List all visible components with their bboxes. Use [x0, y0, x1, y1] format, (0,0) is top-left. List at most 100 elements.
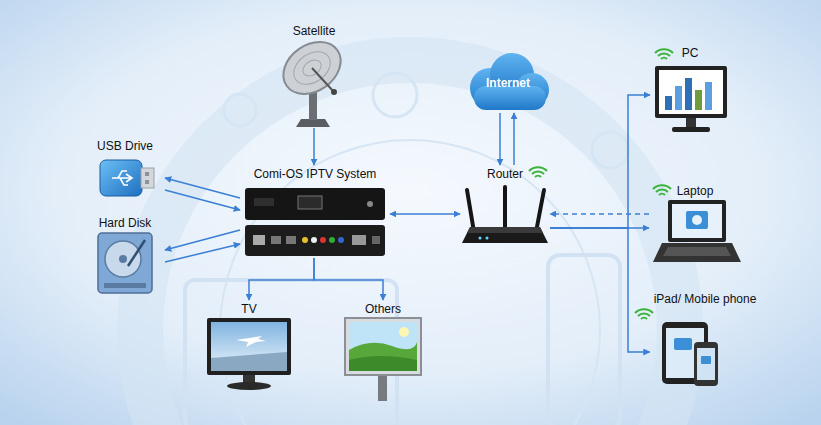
- pc-icon: [665, 96, 672, 110]
- node-label: Router: [487, 165, 523, 181]
- wifi-icon: [653, 185, 671, 189]
- background: [373, 73, 417, 117]
- background: [220, 140, 600, 425]
- billboard-icon: [345, 318, 421, 375]
- background: [548, 255, 620, 425]
- pc-icon: [685, 78, 692, 110]
- mobile-devices: [662, 322, 718, 386]
- router-icon: [462, 227, 548, 243]
- background: [592, 132, 628, 168]
- router-icon: [467, 227, 543, 233]
- billboard-icon: [349, 356, 417, 371]
- router-node: Router: [460, 165, 550, 248]
- internet-cloud: [470, 53, 549, 110]
- router-icon: [486, 237, 489, 240]
- node-label: Internet: [486, 74, 530, 90]
- mobile-devices: [694, 342, 718, 386]
- wifi-icon: [661, 58, 667, 59]
- wifi-icon: [535, 176, 541, 177]
- hard-disk: [98, 233, 152, 293]
- satellite-dish: [312, 68, 334, 92]
- connector-arrow: [165, 178, 240, 198]
- wifi-icon: [529, 167, 547, 171]
- mobile-node: iPad/ Mobile phone: [650, 290, 761, 390]
- node-label: USB Drive: [97, 137, 153, 153]
- node-label: Comi-OS IPTV System: [254, 165, 377, 181]
- laptop-icon: [663, 247, 731, 256]
- iptv-box-node: Comi-OS IPTV System: [240, 165, 390, 258]
- hard-disk: [119, 255, 127, 263]
- wifi-icon: [659, 194, 665, 195]
- tv-icon: [211, 322, 287, 371]
- iptv-box: [286, 236, 296, 244]
- node-label: iPad/ Mobile phone: [654, 290, 757, 306]
- usb-drive: [141, 168, 154, 188]
- tv-icon: [207, 318, 291, 375]
- connector-arrow: [513, 113, 515, 165]
- billboard-icon: [345, 318, 421, 401]
- billboard-icon: [349, 322, 417, 371]
- connector-arrow: [390, 213, 460, 215]
- tv-node: TV: [202, 300, 297, 393]
- connector-arrow: [550, 228, 650, 352]
- wifi-icon: [658, 54, 670, 56]
- background: [224, 94, 256, 126]
- wifi-icon: [635, 309, 653, 313]
- iptv-box: [320, 237, 326, 243]
- billboard-node: Others: [341, 300, 426, 402]
- wifi-icon: [532, 172, 544, 174]
- pc-icon: [655, 66, 727, 118]
- mobile-devices: [697, 348, 715, 380]
- usb-drive: [100, 160, 142, 196]
- usb-drive: [145, 180, 149, 184]
- wifi-icon: [655, 49, 673, 59]
- tv-icon: [211, 352, 287, 371]
- node-label: Others: [365, 300, 401, 316]
- node-label: Satellite: [293, 22, 336, 38]
- iptv-box: [245, 188, 385, 256]
- usb-drive-node: USB Drive: [85, 137, 165, 204]
- wifi-icon: [529, 167, 547, 177]
- iptv-box: [367, 201, 373, 207]
- wifi-icon: [655, 49, 673, 53]
- iptv-box: [245, 188, 385, 220]
- wifi-icon: [635, 309, 653, 319]
- iptv-box: [298, 196, 322, 209]
- connector-arrow: [550, 95, 650, 228]
- hard-disk: [104, 283, 146, 288]
- usb-drive: [100, 160, 154, 196]
- laptop-icon: [668, 200, 726, 242]
- node-label: Laptop: [677, 182, 714, 198]
- pc-icon: [672, 127, 710, 132]
- pc-icon: [705, 82, 712, 110]
- pc-icon: [686, 118, 696, 127]
- satellite-dish: [273, 31, 350, 127]
- connector-arrow: [313, 128, 315, 165]
- iptv-box: [245, 225, 385, 256]
- node-label: PC: [682, 44, 699, 60]
- mobile-devices: [701, 356, 711, 364]
- connector-arrow: [550, 213, 649, 215]
- router-icon: [467, 190, 474, 232]
- tv-icon: [227, 382, 271, 390]
- wifi-icon: [653, 185, 671, 195]
- usb-drive: [145, 172, 149, 176]
- router-icon: [536, 190, 544, 232]
- tv-icon: [207, 318, 291, 390]
- iptv-box: [253, 235, 265, 245]
- laptop-icon: [692, 215, 702, 225]
- pc-icon: [675, 86, 682, 110]
- tv-icon: [243, 375, 255, 383]
- node-label: Hard Disk: [99, 214, 152, 230]
- iptv-box: [302, 237, 308, 243]
- connector-arrow: [499, 113, 501, 165]
- iptv-box: [254, 198, 274, 206]
- pc-node: PC: [650, 44, 730, 138]
- laptop-icon: [653, 243, 741, 262]
- pc-icon: [659, 70, 723, 114]
- hard-disk-node: Hard Disk: [85, 214, 165, 296]
- iptv-box: [271, 236, 281, 244]
